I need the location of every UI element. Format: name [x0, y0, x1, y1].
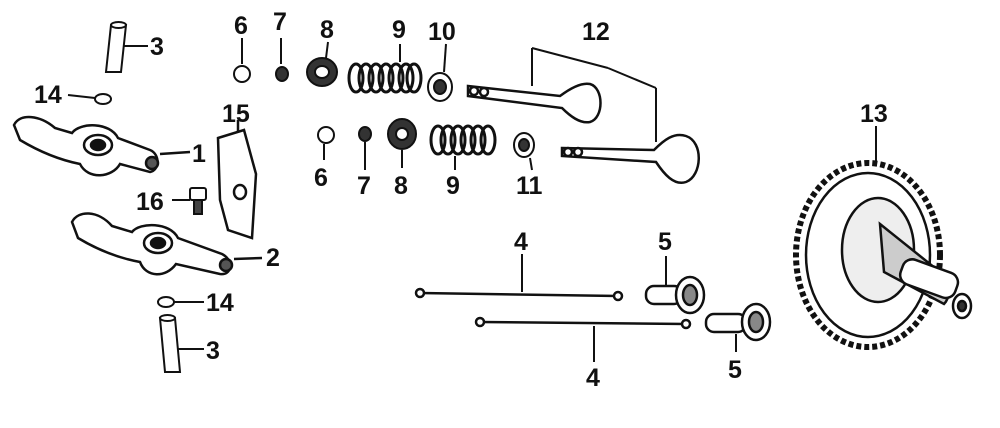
valve-train-bottom — [317, 118, 535, 171]
push-rods — [414, 254, 692, 362]
label-2: 2 — [266, 244, 280, 272]
label-12: 12 — [582, 18, 610, 46]
label-14-bottom: 14 — [206, 289, 234, 317]
rocker-arm-2 — [70, 212, 263, 276]
rocker-shaft-bottom — [158, 314, 204, 373]
tappets — [644, 256, 772, 352]
label-14-top: 14 — [34, 81, 62, 109]
label-7-top: 7 — [273, 8, 287, 36]
label-4-top: 4 — [514, 228, 528, 256]
label-15: 15 — [222, 100, 250, 128]
label-8-top: 8 — [320, 16, 334, 44]
label-3-bottom: 3 — [206, 337, 220, 365]
label-7-bottom: 7 — [357, 172, 371, 200]
camshaft-gear — [793, 126, 973, 350]
label-11: 11 — [516, 172, 543, 200]
callout-labels: 3 14 1 15 16 2 14 3 6 7 8 9 10 12 6 7 8 … — [34, 8, 888, 392]
label-6-bottom: 6 — [314, 164, 328, 192]
label-9-top: 9 — [392, 16, 406, 44]
label-4-bottom: 4 — [586, 364, 600, 392]
bolt — [172, 187, 207, 215]
label-5-top: 5 — [658, 228, 672, 256]
label-13: 13 — [860, 100, 888, 128]
label-9-bottom: 9 — [446, 172, 460, 200]
washer-top — [67, 93, 112, 105]
label-16: 16 — [136, 188, 164, 216]
label-3-top: 3 — [150, 33, 164, 61]
label-10: 10 — [428, 18, 456, 46]
rocker-arm-1 — [12, 115, 191, 177]
rocker-shaft-top — [104, 21, 148, 73]
valve-train-top — [233, 38, 453, 102]
washer-bottom — [157, 296, 204, 308]
label-1: 1 — [192, 140, 206, 168]
label-6-top: 6 — [234, 12, 248, 40]
label-5-bottom: 5 — [728, 356, 742, 384]
label-8-bottom: 8 — [394, 172, 408, 200]
guide-plate — [216, 120, 258, 240]
valves — [466, 47, 700, 185]
